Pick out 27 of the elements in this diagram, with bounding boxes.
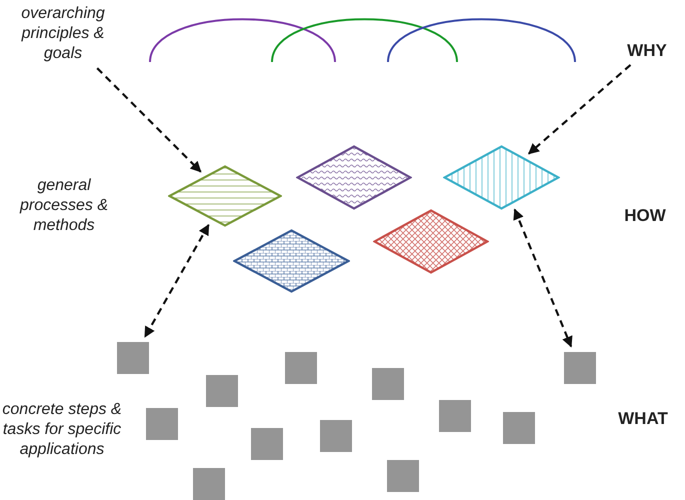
level-label: WHAT	[610, 408, 676, 430]
task-square	[117, 342, 149, 374]
level-description: concrete steps & tasks for specific applications	[0, 400, 124, 460]
level-label: WHY	[622, 40, 672, 62]
task-square	[564, 352, 596, 384]
method-diamond	[443, 145, 560, 210]
task-square	[193, 468, 225, 500]
task-square	[206, 375, 238, 407]
dashed-arrow	[96, 67, 202, 172]
level-description: overarching principles & goals	[8, 4, 118, 64]
task-square	[320, 420, 352, 452]
level-label: HOW	[618, 205, 672, 226]
dashed-arrow	[513, 208, 572, 348]
task-square	[439, 400, 471, 432]
dashed-arrow	[528, 64, 632, 155]
dashed-arrow	[144, 224, 210, 338]
method-diamond	[233, 229, 350, 293]
task-square	[285, 352, 317, 384]
method-diamond	[168, 165, 282, 227]
task-square	[387, 460, 419, 492]
task-square	[146, 408, 178, 440]
method-diamond	[296, 145, 412, 210]
task-square	[372, 368, 404, 400]
method-diamond	[373, 209, 489, 274]
task-square	[251, 428, 283, 460]
task-square	[503, 412, 535, 444]
level-description: general processes & methods	[12, 176, 116, 236]
